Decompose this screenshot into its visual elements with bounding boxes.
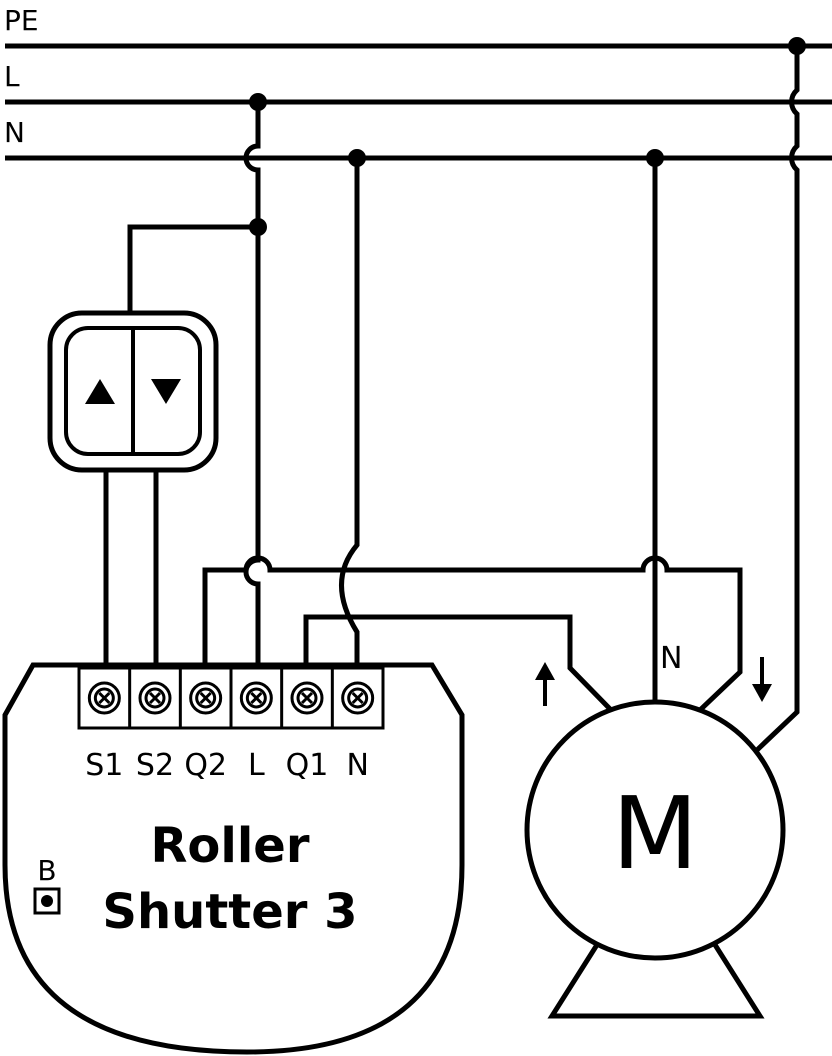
b-button-dot (41, 895, 53, 907)
wall-switch (47, 310, 219, 473)
motor-symbol: M (612, 775, 698, 892)
terminal-label-n: N (346, 748, 368, 783)
terminal-label-l: L (248, 748, 265, 783)
terminal-screw-s2-icon (138, 681, 172, 715)
motor-body (524, 699, 786, 961)
motor-neutral-label: N (660, 641, 682, 676)
down-direction-arrow-icon (752, 657, 772, 702)
switch-down-arrow-icon (151, 379, 181, 404)
terminal-label-s2: S2 (136, 748, 174, 783)
switch-up-arrow-icon (85, 379, 115, 404)
terminal-label-q2: Q2 (184, 748, 227, 783)
module-title-line1: Roller (150, 818, 309, 874)
terminal-screw-n-icon (341, 681, 375, 715)
l-feed-wire (243, 102, 261, 668)
module-body (2, 662, 465, 1055)
module-title-line2: Shutter 3 (102, 884, 357, 940)
motor: M (524, 699, 786, 1019)
terminal-screw-l-icon (239, 681, 273, 715)
l-bus-label: L (4, 60, 20, 93)
pe-bus-label: PE (4, 4, 39, 37)
terminal-screw-q1-icon (290, 681, 324, 715)
switch-feed-wire (127, 224, 258, 313)
q1-wire (303, 614, 613, 712)
b-button-label: B (37, 854, 56, 887)
roller-shutter-module: S1 S2 Q2 L Q1 N Roller Shutter 3 B (2, 662, 465, 1055)
q2-wire (202, 555, 743, 712)
module-n-wire (339, 158, 360, 668)
up-direction-arrow-icon (535, 662, 555, 706)
n-bus-label: N (4, 116, 25, 149)
terminal-label-s1: S1 (85, 748, 123, 783)
terminal-label-q1: Q1 (286, 748, 329, 783)
l-bus-junction-dot (249, 93, 267, 111)
terminal-screw-s1-icon (87, 681, 121, 715)
pe-wire (755, 46, 800, 752)
terminal-screw-q2-icon (189, 681, 223, 715)
